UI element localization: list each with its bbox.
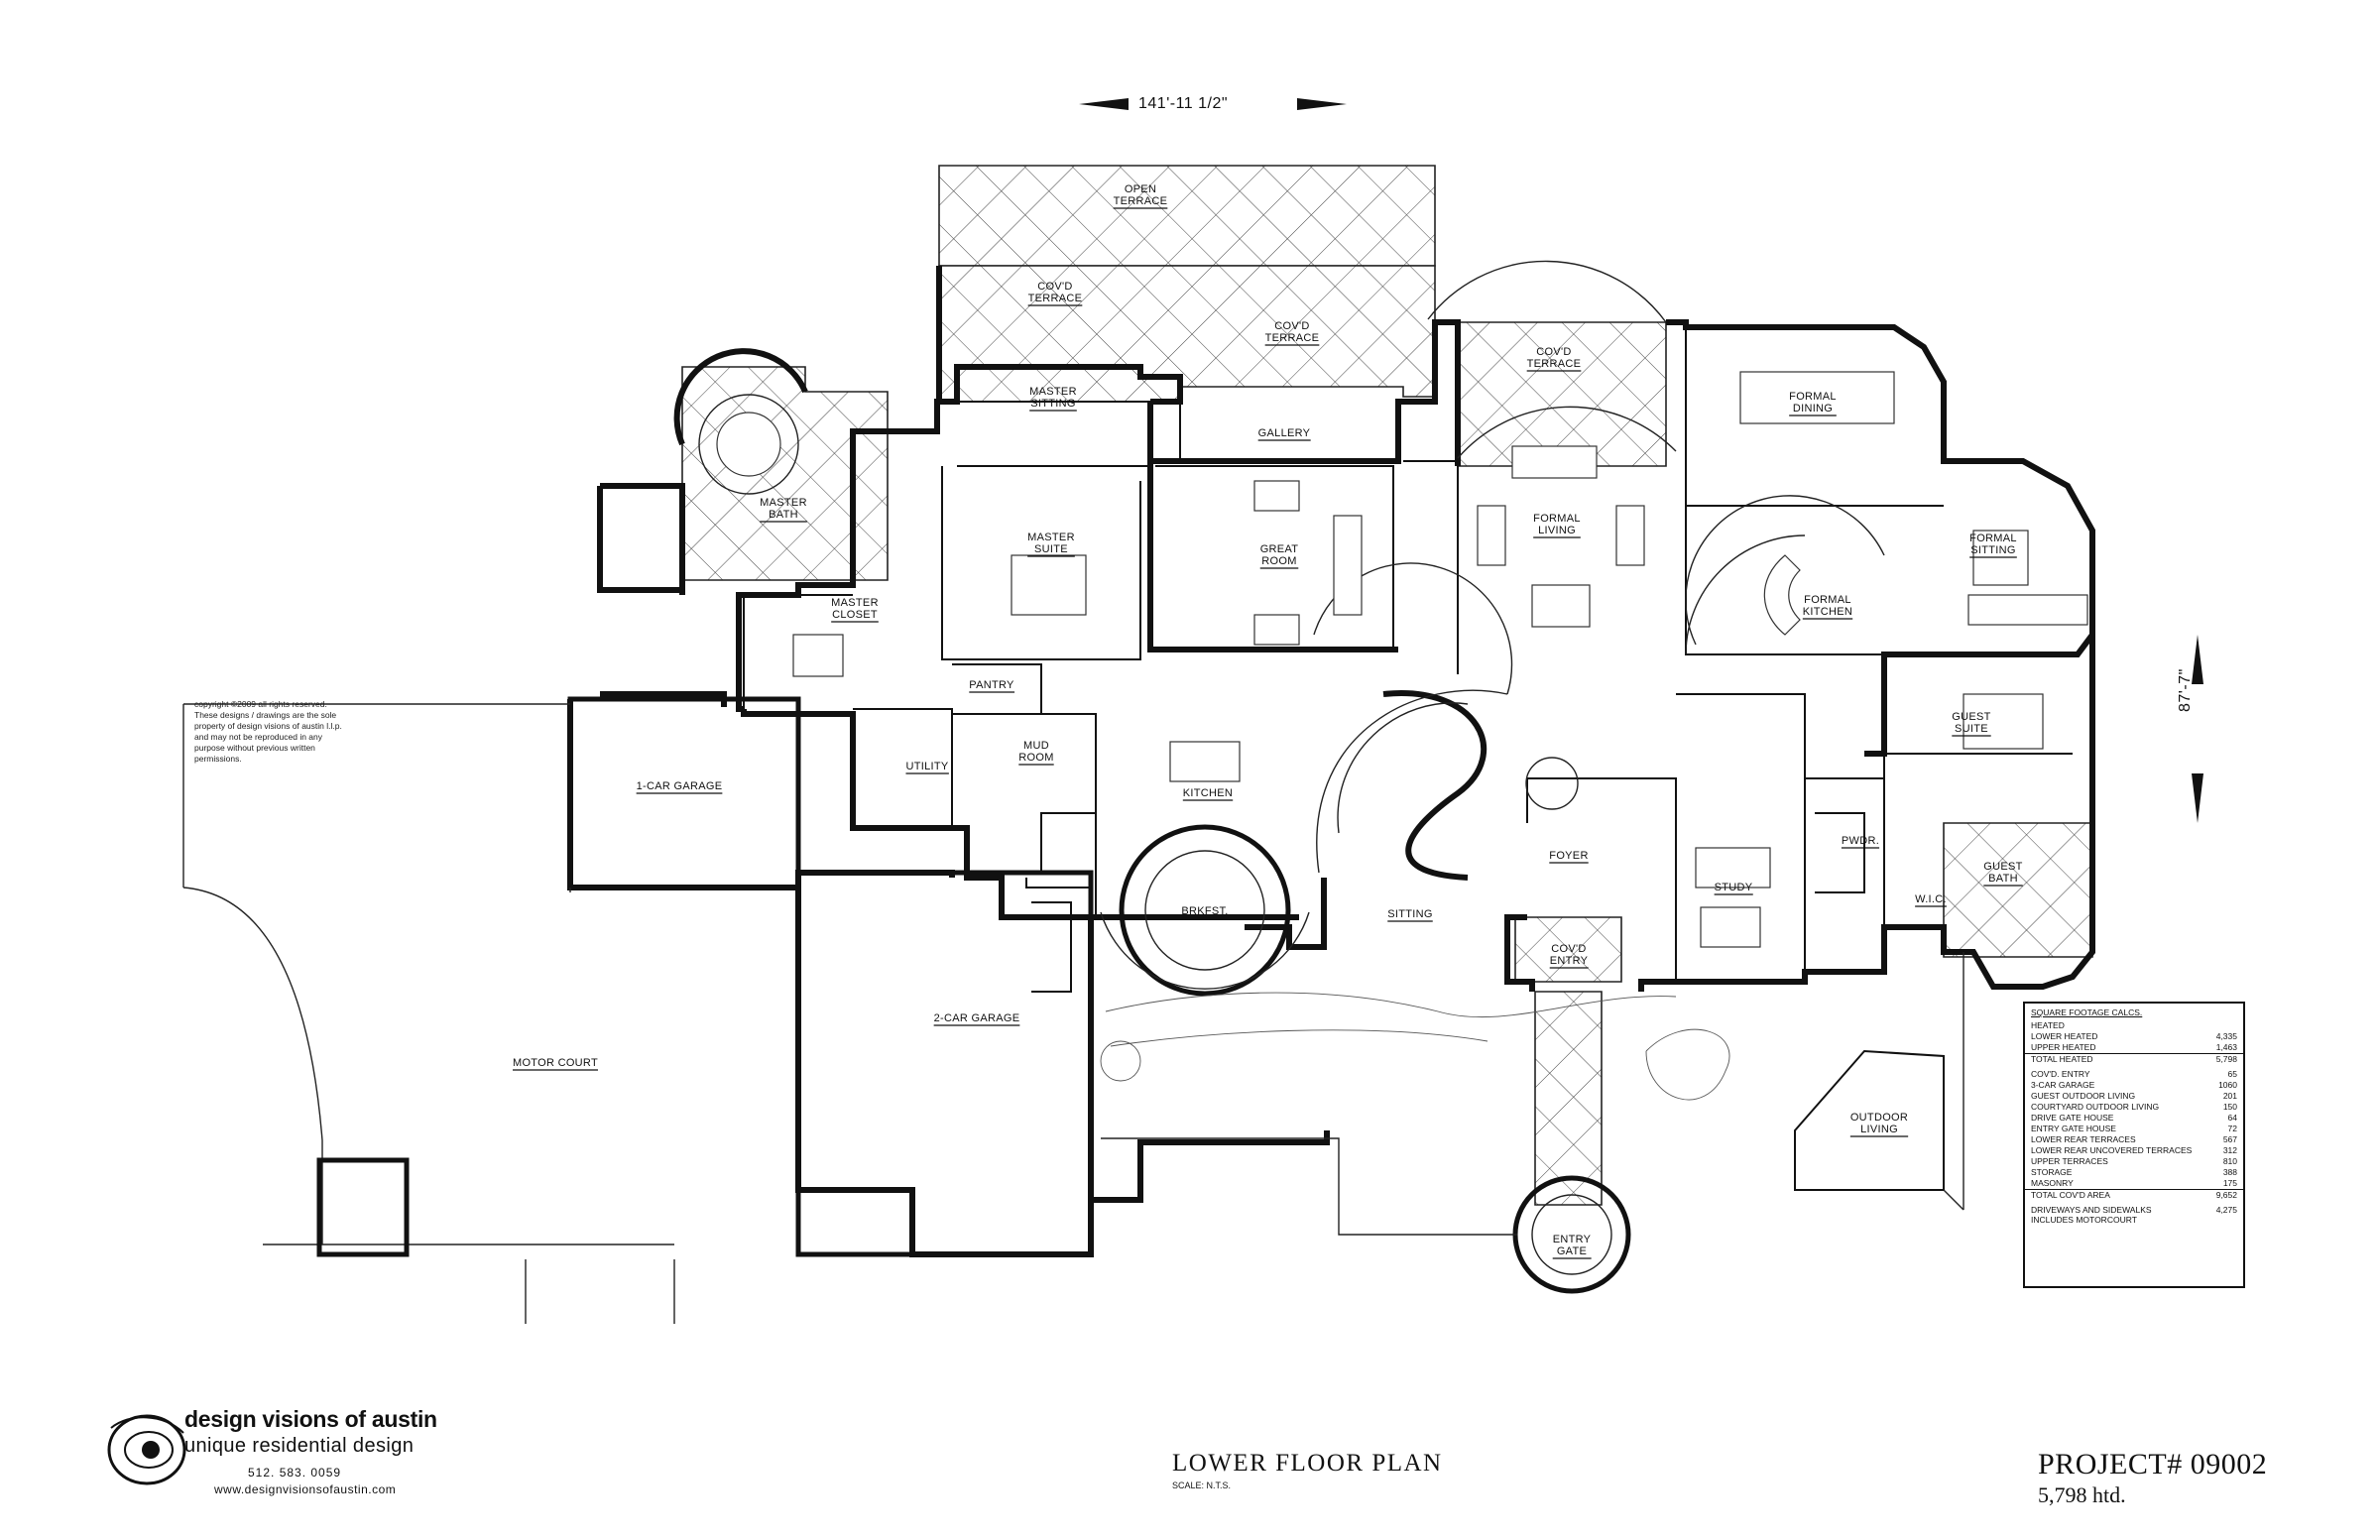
project-heated-total: 5,798 htd. xyxy=(2038,1482,2126,1507)
pantry-label: PANTRY xyxy=(969,679,1014,691)
guest-bath-hatch xyxy=(1943,822,2093,958)
covd-entry-hatch xyxy=(1514,916,1622,983)
plan-title: LOWER FLOOR PLAN xyxy=(1172,1450,1443,1477)
covd-terrace-hatch xyxy=(938,265,1436,403)
gallery-label: GALLERY xyxy=(1258,427,1311,439)
two-car-garage-label: 2-CAR GARAGE xyxy=(934,1012,1020,1024)
copyright-notice: copyright ©2009 all rights reserved. The… xyxy=(194,699,342,764)
brand-logo xyxy=(107,1414,186,1485)
width-dimension xyxy=(1079,98,1347,110)
width-dimension-label: 141'-11 1/2" xyxy=(1138,95,1229,112)
open-terrace-hatch xyxy=(938,165,1436,267)
depth-dimension-label: 87'-7" xyxy=(2177,668,2194,712)
sqft-title: SQUARE FOOTAGE CALCS. xyxy=(2031,1007,2143,1017)
motor-court-label: MOTOR COURT xyxy=(513,1057,598,1069)
wic-label: W.I.C. xyxy=(1915,893,1947,905)
depth-dimension xyxy=(2192,635,2203,823)
study-label: STUDY xyxy=(1715,882,1753,893)
foyer-walk-hatch xyxy=(1534,991,1603,1206)
upper-covd-terrace-hatch xyxy=(1457,321,1667,467)
sqft-section-heated: HEATED xyxy=(2031,1020,2065,1030)
garage-area xyxy=(182,696,1094,1324)
sitting-label: SITTING xyxy=(1387,908,1433,920)
master-bath-hatch xyxy=(681,366,889,581)
kitchen-label: KITCHEN xyxy=(1183,787,1233,799)
sqft-driveways: DRIVEWAYS AND SIDEWALKS INCLUDES MOTORCO… xyxy=(2031,1205,2237,1225)
utility-label: UTILITY xyxy=(905,761,948,772)
project-number: PROJECT# 09002 xyxy=(2038,1448,2268,1481)
curves xyxy=(673,260,1964,1294)
plan-scale: SCALE: N.T.S. xyxy=(1172,1481,1232,1490)
brand-url: www.designvisionsofaustin.com xyxy=(214,1482,397,1496)
brkfst-label: BRKFST. xyxy=(1181,905,1228,917)
terraces xyxy=(681,165,2093,1206)
foyer-label: FOYER xyxy=(1549,850,1588,862)
brand-phone: 512. 583. 0059 xyxy=(248,1466,342,1480)
brand-tagline: unique residential design xyxy=(184,1435,415,1457)
brand-name: design visions of austin xyxy=(184,1406,437,1432)
square-footage-table: SQUARE FOOTAGE CALCS. HEATED LOWER HEATE… xyxy=(2023,1002,2245,1288)
one-car-garage-label: 1-CAR GARAGE xyxy=(637,780,723,792)
pwdr-label: PWDR. xyxy=(1842,835,1879,847)
